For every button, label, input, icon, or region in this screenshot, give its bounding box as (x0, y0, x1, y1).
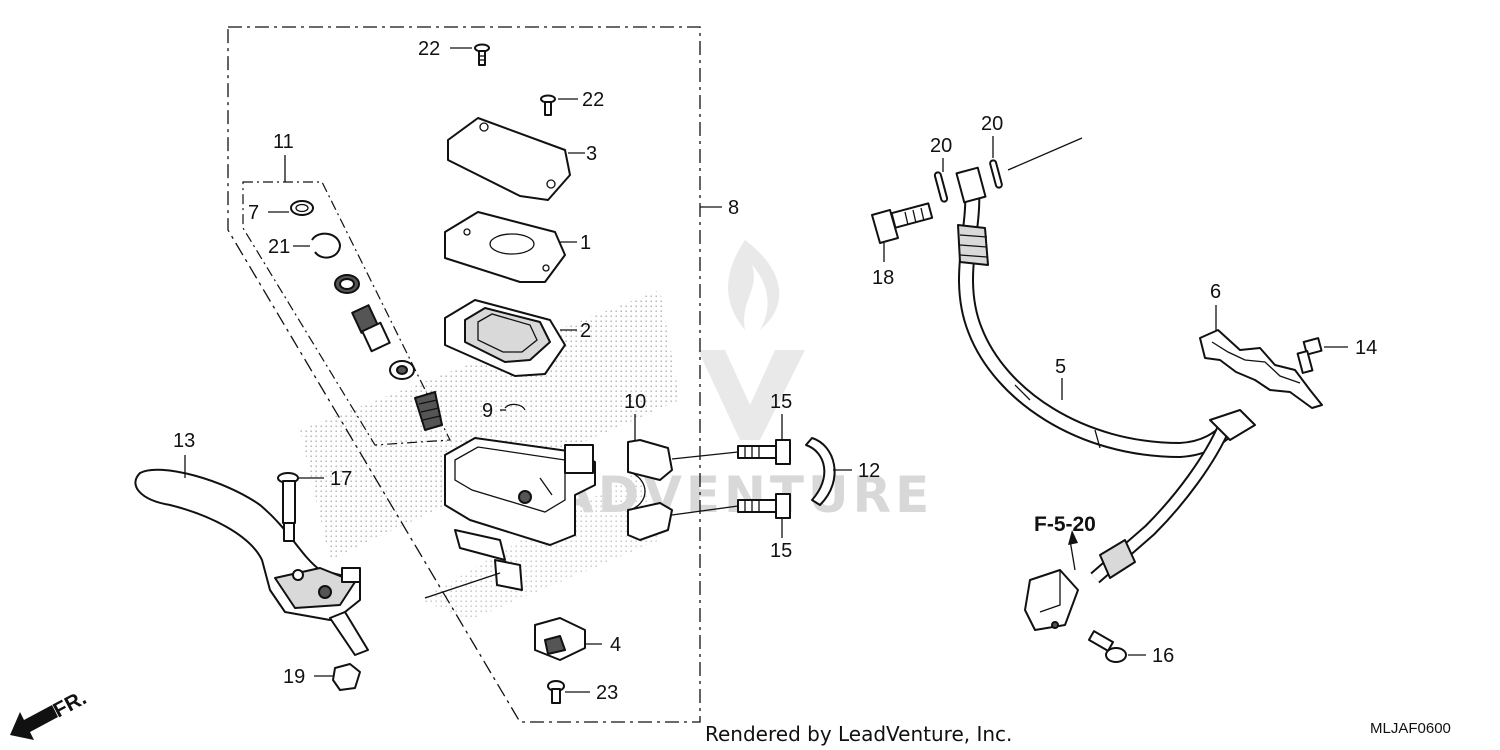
callout-22-lower: 22 (582, 89, 604, 111)
callout-20-right: 20 (981, 113, 1003, 135)
bolt-14 (1296, 337, 1348, 374)
callout-18: 18 (872, 267, 894, 289)
screw-23 (547, 680, 590, 704)
callout-15-upper: 15 (770, 391, 792, 413)
diaphragm (444, 299, 577, 377)
bolt-15-upper (671, 414, 791, 465)
bracket-12 (805, 437, 852, 506)
master-cylinder-body (444, 437, 596, 591)
callout-10: 10 (624, 391, 646, 413)
callout-15-lower: 15 (770, 540, 792, 562)
callout-14: 14 (1355, 337, 1377, 359)
screw-22-top (450, 43, 490, 66)
sealing-washers (933, 136, 1083, 203)
callout-17: 17 (330, 468, 352, 490)
diaphragm-plate (444, 211, 577, 283)
screw-22-lower (540, 94, 578, 116)
callout-1: 1 (580, 232, 591, 254)
clip-9 (500, 403, 526, 411)
callout-23: 23 (596, 682, 618, 704)
banjo-bolt-18 (871, 202, 934, 262)
watermark-logo (698, 240, 805, 440)
assembly-11-outline (242, 181, 451, 446)
hose-lower-fitting (1024, 530, 1079, 631)
callout-21: 21 (268, 236, 290, 258)
callout-4: 4 (610, 634, 621, 656)
background-stipple (300, 290, 680, 560)
callout-13: 13 (173, 430, 195, 452)
front-direction-arrow (10, 705, 58, 740)
reference-label: F-5-20 (1034, 513, 1096, 536)
nut-19 (314, 663, 361, 691)
watermark-text: ADVENTURE (555, 466, 933, 524)
callout-11: 11 (273, 131, 294, 153)
callout-12: 12 (858, 460, 880, 482)
pivot-bolt-17 (277, 472, 324, 542)
bolt-15-lower (671, 493, 791, 538)
brake-switch (534, 617, 602, 661)
drawing-code: MLJAF0600 (1370, 720, 1451, 737)
reservoir-cap (447, 117, 585, 201)
handlebar-holder (627, 414, 673, 541)
background-stipple-2 (420, 470, 660, 620)
hose-clamp-6 (1199, 305, 1323, 409)
callout-19: 19 (283, 666, 305, 688)
brake-lever (134, 455, 369, 656)
callout-7: 7 (248, 202, 259, 224)
brake-hose (955, 166, 1256, 584)
callout-9: 9 (482, 400, 493, 422)
callout-2: 2 (580, 320, 591, 342)
callout-8: 8 (728, 197, 739, 219)
credit-text: Rendered by LeadVenture, Inc. (705, 722, 1012, 746)
callout-22-top: 22 (418, 38, 440, 60)
callout-16: 16 (1152, 645, 1174, 667)
callout-5: 5 (1055, 356, 1066, 378)
callout-20-left: 20 (930, 135, 952, 157)
piston-kit (268, 200, 443, 431)
callout-3: 3 (586, 143, 597, 165)
assembly-8-outline (227, 26, 701, 723)
callout-6: 6 (1210, 281, 1221, 303)
bolt-16 (1087, 630, 1146, 663)
